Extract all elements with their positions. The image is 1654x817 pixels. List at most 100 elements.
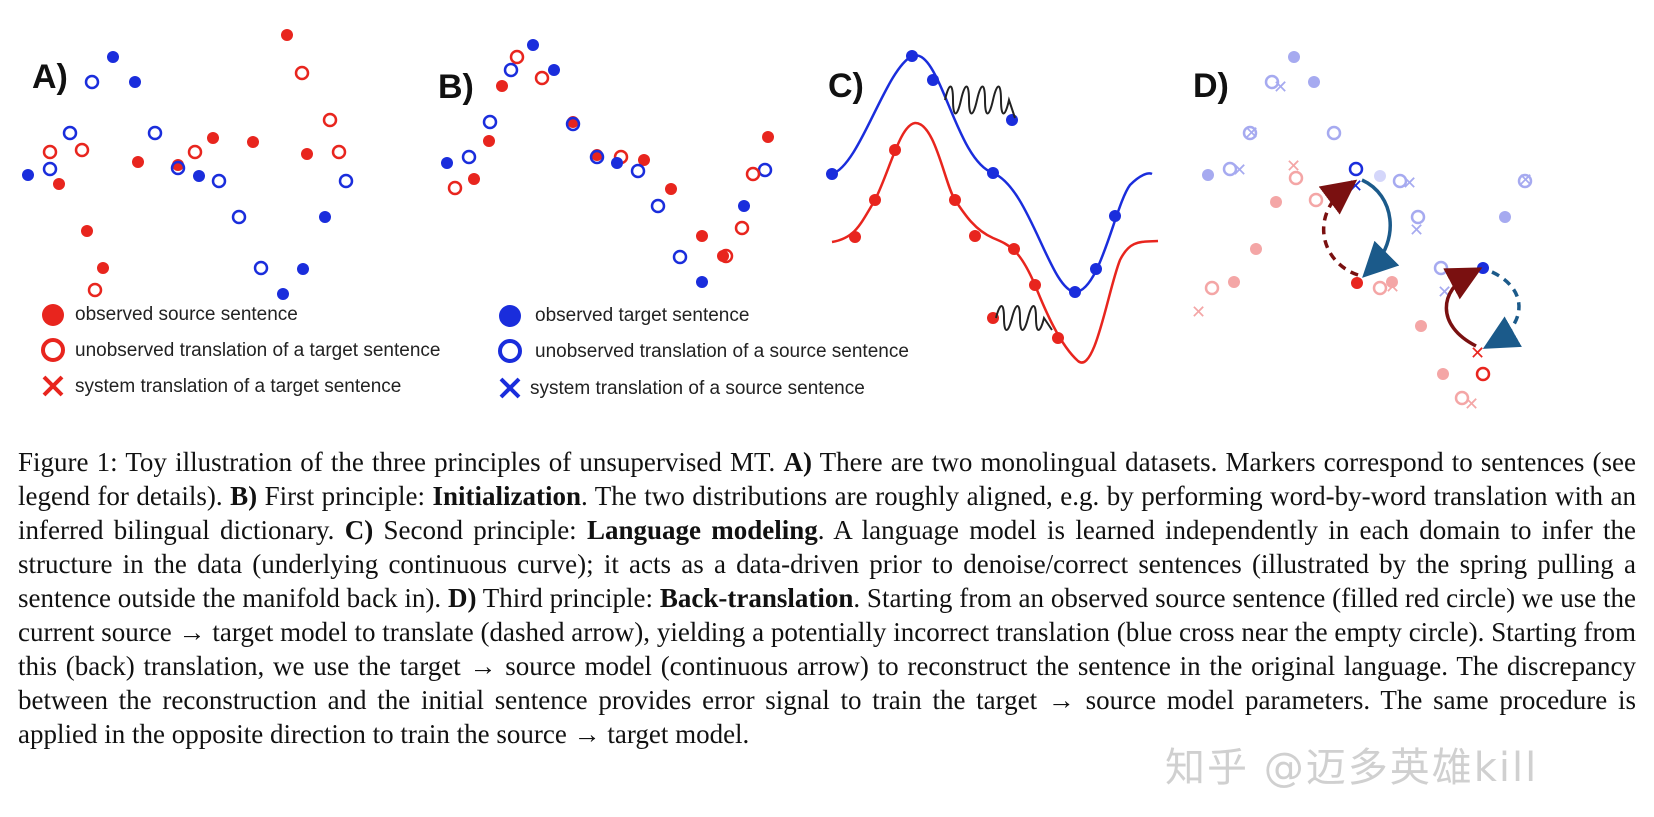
- caption-d-rest: . Starting from an observed source sente…: [18, 583, 1636, 749]
- caption-b-text: First principle:: [257, 481, 433, 511]
- panel-c-label: C): [828, 67, 864, 105]
- faded-blue-empty-circle-icon: [1242, 125, 1258, 141]
- faded-red-empty-circle-icon: [1288, 170, 1304, 186]
- filled-blue-circle-icon: [1090, 263, 1102, 275]
- legend-item-label: system translation of a source sentence: [530, 378, 865, 399]
- red-cross-icon: ✕: [1470, 343, 1485, 364]
- faded-blue-cross-icon: ✕: [1232, 160, 1247, 181]
- filled-red-circle-icon: [483, 135, 495, 147]
- caption-c-term: Language modeling: [586, 515, 818, 545]
- empty-blue-circle-icon: [42, 161, 58, 177]
- legend-item-label: system translation of a target sentence: [75, 376, 401, 397]
- empty-blue-circle-icon: [211, 173, 227, 189]
- filled-red-circle-icon: [696, 230, 708, 242]
- filled-red-circle-icon: [638, 154, 650, 166]
- figure-area: A) B) C) D): [22, 29, 1533, 415]
- filled-red-circle-icon: [1351, 277, 1363, 289]
- filled-red-circle-icon: [53, 178, 65, 190]
- legend-item-label: unobserved translation of a source sente…: [535, 341, 909, 362]
- empty-blue-circle-icon: [498, 339, 522, 363]
- blue-cross-icon: ✕: [1348, 176, 1363, 197]
- faded-blue-empty-circle-icon: [1410, 209, 1426, 225]
- empty-blue-circle-icon: [650, 198, 666, 214]
- caption-d-text: Third principle:: [476, 583, 660, 613]
- filled-red-circle-icon: [132, 156, 144, 168]
- filled-blue-circle-icon: [193, 170, 205, 182]
- watermark: 知乎 @迈多英雄kill: [1165, 745, 1539, 791]
- panel-b-scatter: [441, 39, 774, 288]
- faded-red-circle-icon: [1386, 276, 1398, 288]
- faded-red-empty-circle-icon: [1454, 390, 1470, 406]
- filled-blue-circle-icon: [441, 157, 453, 169]
- spring-icon: [944, 85, 1016, 119]
- filled-red-circle-icon: [97, 262, 109, 274]
- faded-blue-empty-circle-icon: [1264, 74, 1280, 90]
- empty-red-circle-icon: [1475, 366, 1491, 382]
- faded-red-circle-icon: [1437, 368, 1449, 380]
- figure-caption: Figure 1: Toy illustration of the three …: [18, 445, 1636, 751]
- empty-blue-circle-icon: [482, 114, 498, 130]
- caption-intro: Toy illustration of the three principles…: [117, 447, 784, 477]
- faded-blue-empty-circle-icon: [1517, 173, 1533, 189]
- empty-blue-circle-icon: [338, 173, 354, 189]
- filled-blue-circle-icon: [987, 167, 999, 179]
- filled-blue-circle-icon: [696, 276, 708, 288]
- empty-blue-circle-icon: [253, 260, 269, 276]
- filled-red-circle-icon: [247, 136, 259, 148]
- faded-blue-cross-icon: ✕: [1402, 173, 1417, 194]
- caption-d-label: D): [447, 583, 477, 613]
- faded-blue-circle-icon: [1308, 76, 1320, 88]
- filled-red-circle-icon: [496, 80, 508, 92]
- faded-blue-circle-icon: [1288, 51, 1300, 63]
- faded-red-cross-icon: ✕: [1385, 277, 1400, 298]
- empty-red-circle-icon: [41, 338, 65, 362]
- filled-blue-circle-icon: [22, 169, 34, 181]
- filled-blue-circle-icon: [927, 74, 939, 86]
- legend-right: observed target sentence unobserved tran…: [498, 305, 909, 399]
- empty-blue-circle-icon: [147, 125, 163, 141]
- empty-red-circle-icon: [447, 180, 463, 196]
- panel-a-label: A): [32, 58, 68, 96]
- faded-blue-empty-circle-icon: [1392, 173, 1408, 189]
- filled-red-circle-icon: [849, 231, 861, 243]
- faded-blue-circle-icon: [1499, 211, 1511, 223]
- empty-red-circle-icon: [509, 49, 525, 65]
- filled-blue-circle-icon: [738, 200, 750, 212]
- empty-blue-circle-icon: [1348, 161, 1364, 177]
- blue-cross-icon: [499, 377, 521, 399]
- empty-red-circle-icon: [294, 65, 310, 81]
- empty-red-circle-icon: [322, 112, 338, 128]
- filled-red-circle-icon: [42, 304, 64, 326]
- filled-red-circle-icon: [207, 132, 219, 144]
- filled-blue-circle-icon: [319, 211, 331, 223]
- faded-red-empty-circle-icon: [1308, 192, 1324, 208]
- filled-blue-circle-icon: [826, 168, 838, 180]
- faded-blue-empty-circle-icon: [1222, 161, 1238, 177]
- filled-red-circle-icon: [1052, 332, 1064, 344]
- panel-a-scatter: [22, 29, 354, 300]
- filled-blue-circle-icon: [129, 76, 141, 88]
- faded-blue-circle-icon: [1202, 169, 1214, 181]
- filled-red-circle-icon: [281, 29, 293, 41]
- faded-red-circle-icon: [1270, 196, 1282, 208]
- faded-red-circle-icon: [1228, 276, 1240, 288]
- caption-c-label: C): [344, 515, 374, 545]
- blue-manifold-curve: [831, 54, 1153, 294]
- empty-blue-circle-icon: [589, 149, 605, 165]
- empty-blue-circle-icon: [672, 249, 688, 265]
- empty-blue-circle-icon: [84, 74, 100, 90]
- filled-red-circle-icon: [1008, 243, 1020, 255]
- empty-blue-circle-icon: [170, 160, 186, 176]
- filled-red-circle-icon: [949, 194, 961, 206]
- caption-figure-label: Figure 1:: [18, 447, 118, 477]
- caption-c-rest: . A language model is learned independen…: [18, 515, 1637, 613]
- empty-red-circle-icon: [718, 248, 734, 264]
- continuous-reconstruction-arrow: [1361, 178, 1400, 278]
- empty-red-circle-icon: [734, 220, 750, 236]
- empty-red-circle-icon: [331, 144, 347, 160]
- legend-item-label: unobserved translation of a target sente…: [75, 340, 440, 361]
- red-cross-icon: [42, 375, 64, 397]
- caption-b-term: Initialization: [432, 481, 582, 511]
- filled-red-circle-icon: [889, 144, 901, 156]
- panel-c-language-model: [826, 50, 1159, 364]
